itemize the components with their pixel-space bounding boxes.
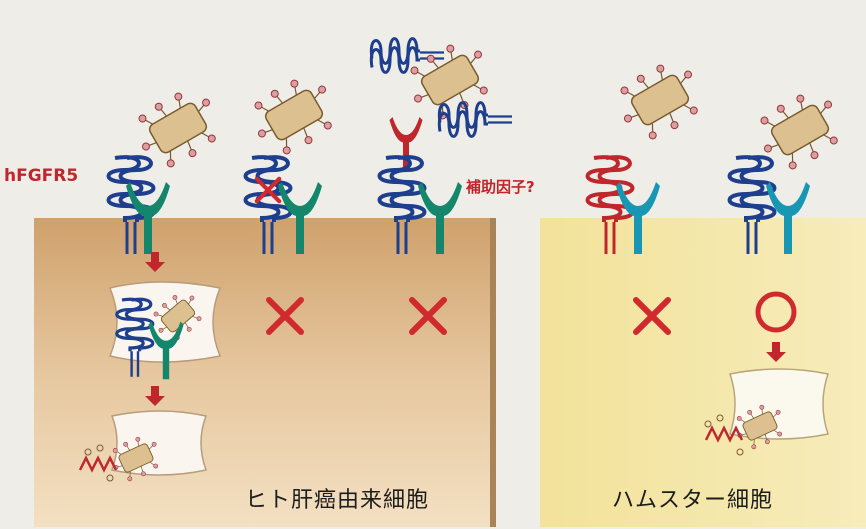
hamster-released-genome	[704, 398, 791, 456]
human-cell-body	[34, 218, 496, 527]
free-receptor-right	[437, 101, 514, 138]
hamster-col1-virus	[608, 51, 713, 150]
cofactor-y-icon	[389, 117, 423, 171]
hamster-col2-virus	[748, 81, 853, 180]
circle-mark	[755, 291, 797, 333]
released-virus-genome	[78, 430, 167, 487]
cofactor-label: 補助因子?	[466, 178, 535, 196]
receptor-label: hFGFR5	[4, 166, 79, 186]
hamster-cell-label: ハムスター細胞	[612, 488, 774, 513]
human-col1-virus	[126, 79, 231, 178]
human-cell-label: ヒト肝癌由来細胞	[245, 488, 430, 513]
human-col2-virus	[242, 66, 347, 165]
